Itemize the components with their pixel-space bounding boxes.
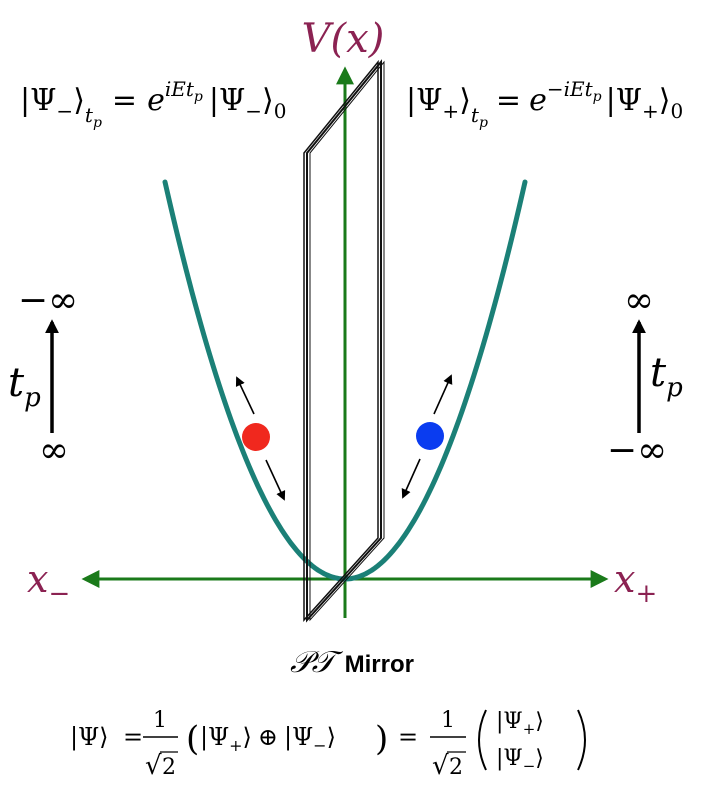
right-time-top: ∞ bbox=[624, 280, 654, 321]
blue-arrow-up bbox=[433, 374, 453, 415]
svg-text:√: √ bbox=[145, 751, 162, 781]
superposition-formula: |Ψ⟩ = 1 √ 2 ( |Ψ+⟩⊕|Ψ−⟩ ) = 1 √ 2 |Ψ+⟩ |… bbox=[70, 708, 586, 781]
pt-mirror-plane bbox=[303, 59, 385, 623]
svg-text:=: = bbox=[398, 723, 418, 751]
svg-text:|Ψ−⟩: |Ψ−⟩ bbox=[496, 746, 544, 775]
red-arrow-down bbox=[265, 459, 286, 501]
left-state-equation: |Ψ−⟩tp=eiEtp|Ψ−⟩0 bbox=[20, 77, 286, 131]
left-time-top: −∞ bbox=[18, 280, 78, 321]
svg-text:1: 1 bbox=[153, 708, 167, 733]
right-time-label: tp bbox=[650, 350, 683, 403]
svg-text:|Ψ+⟩⊕|Ψ−⟩: |Ψ+⟩⊕|Ψ−⟩ bbox=[200, 723, 336, 755]
red-arrow-up bbox=[235, 376, 255, 415]
v-axis-label: V(x) bbox=[302, 16, 385, 62]
svg-text:=: = bbox=[123, 723, 143, 751]
left-time-bottom: ∞ bbox=[39, 430, 69, 471]
svg-text:|Ψ⟩: |Ψ⟩ bbox=[70, 723, 109, 752]
svg-text:2: 2 bbox=[449, 755, 463, 780]
right-time-bottom: −∞ bbox=[607, 430, 667, 471]
x-plus-label: x+ bbox=[614, 557, 657, 609]
svg-text:): ) bbox=[375, 719, 388, 759]
right-state-equation: |Ψ+⟩tp=e−iEtp|Ψ+⟩0 bbox=[406, 77, 683, 131]
particle-blue bbox=[416, 422, 444, 450]
particle-red bbox=[242, 423, 270, 451]
blue-arrow-down bbox=[401, 458, 421, 499]
svg-text:√: √ bbox=[432, 751, 449, 781]
left-time-label: tp bbox=[8, 360, 41, 413]
svg-text:|Ψ+⟩: |Ψ+⟩ bbox=[496, 709, 544, 738]
svg-text:2: 2 bbox=[162, 755, 176, 780]
x-minus-label: x− bbox=[27, 557, 70, 609]
svg-text:1: 1 bbox=[441, 708, 455, 733]
svg-text:(: ( bbox=[186, 719, 199, 759]
